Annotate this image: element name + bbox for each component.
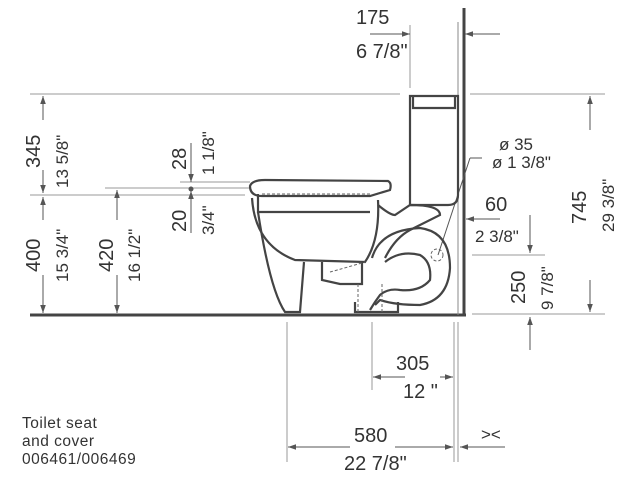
dim-28-in: 1 1/8" (199, 131, 218, 175)
note-line-3: 006461/006469 (22, 451, 137, 468)
note-line-1: Toilet seat (22, 415, 98, 432)
dim-345-in: 13 5/8" (53, 135, 72, 188)
dim-305-in: 12 " (403, 381, 438, 403)
dim-20-mm: 20 (169, 210, 191, 232)
note-line-2: and cover (22, 433, 95, 450)
dim-420-mm: 420 (96, 239, 118, 272)
dim-745-in: 29 3/8" (599, 179, 618, 232)
dim-dia-mm: ø 35 (499, 135, 533, 154)
dim-580-mm: 580 (354, 425, 387, 447)
dim-345-mm: 345 (23, 135, 45, 168)
dim-60-mm: 60 (485, 194, 507, 216)
dim-250-in: 9 7/8" (538, 266, 557, 310)
reference-point (188, 186, 194, 192)
wall-gap-symbol: >< (481, 425, 501, 444)
dim-400-mm: 400 (23, 239, 45, 272)
dim-420-in: 16 1/2" (125, 229, 144, 282)
dimension-lines (40, 31, 593, 450)
dimension-labels: 175 6 7/8" 345 13 5/8" 400 15 3/4" 420 1… (23, 7, 618, 475)
extension-lines (30, 25, 605, 462)
dim-60-in: 2 3/8" (475, 227, 519, 246)
dim-400-in: 15 3/4" (53, 229, 72, 282)
dim-250-mm: 250 (508, 271, 530, 304)
hidden-lines (262, 193, 444, 312)
toilet-illustration (248, 94, 460, 314)
dim-175-mm: 175 (356, 7, 389, 29)
dim-745-mm: 745 (569, 191, 591, 224)
dim-20-in: 3/4" (199, 205, 218, 235)
dim-580-in: 22 7/8" (344, 453, 407, 475)
dim-dia-in: ø 1 3/8" (492, 153, 551, 172)
seat-cover-note: Toilet seat and cover 006461/006469 (22, 415, 136, 469)
dim-305-mm: 305 (396, 353, 429, 375)
dim-28-mm: 28 (169, 148, 191, 170)
dim-175-in: 6 7/8" (356, 41, 408, 63)
